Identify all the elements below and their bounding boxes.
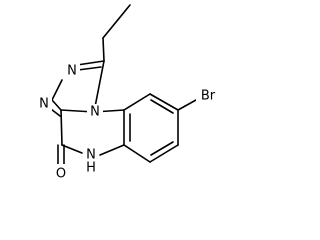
bond-ethyl-ch3 [102, 4, 131, 39]
bond-c7-c6-double [150, 141, 174, 156]
bond-n3-c3a [51, 99, 62, 111]
bond-c7-c6 [149, 144, 179, 163]
atom-n-bridgehead: N [90, 105, 100, 120]
atom-n-triazole-lower: N [39, 97, 49, 112]
bond-n4-c1 [93, 60, 105, 113]
bond-nh-c5a [99, 144, 125, 156]
bond-ethyl-ch2 [102, 37, 105, 62]
bond-c9-c8-double [150, 99, 174, 114]
bond-c1-n2 [76, 60, 105, 66]
bond-c9-c8 [149, 93, 179, 111]
bond-c1-n2-double [77, 66, 102, 71]
bond-c4-nh [61, 144, 83, 154]
bond-n2-n3 [51, 79, 63, 101]
atom-n-triazole-upper: N [67, 64, 77, 79]
bond-c6-c5a [123, 144, 151, 163]
chemical-structure: N N N N H O Br [36, 4, 220, 182]
atom-labels: N N N N H O Br [36, 63, 220, 182]
atom-bromine: Br [201, 89, 216, 104]
bond-c9a-c9 [123, 93, 151, 111]
bond-c3a-c4 [60, 109, 63, 146]
atom-nh-n: N [86, 148, 96, 163]
bond-c8-br [177, 99, 197, 111]
atom-nh-h: H [86, 161, 96, 176]
bonds [46, 4, 197, 165]
atom-oxygen: O [56, 167, 66, 182]
